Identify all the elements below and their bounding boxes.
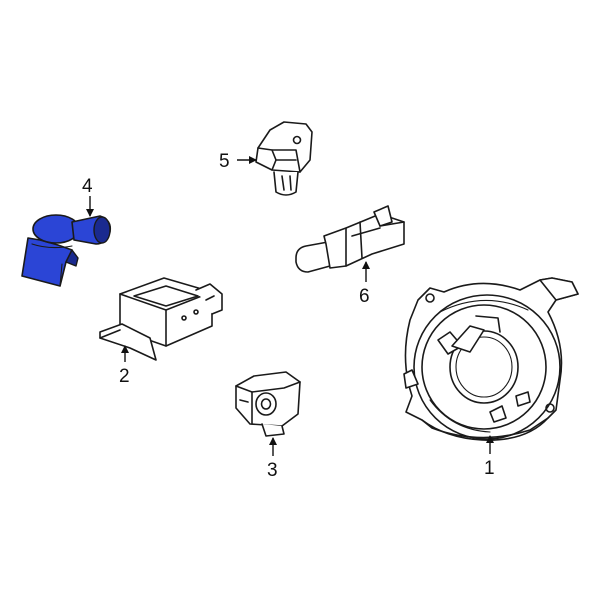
callout-3: 3: [267, 460, 278, 481]
part-1-clock-spring[interactable]: [403, 277, 579, 441]
part-3-sensor[interactable]: [235, 371, 301, 437]
part-6-connector[interactable]: [295, 205, 405, 273]
part-2-module[interactable]: [99, 277, 223, 361]
callout-leaders: [86, 156, 494, 456]
callout-5: 5: [219, 151, 230, 172]
callout-6: 6: [359, 286, 370, 307]
callout-1: 1: [484, 458, 495, 479]
callout-2: 2: [119, 366, 130, 387]
callout-4: 4: [82, 176, 93, 197]
part-4-sensor[interactable]: [21, 214, 112, 287]
part-5-sensor[interactable]: [255, 121, 313, 196]
